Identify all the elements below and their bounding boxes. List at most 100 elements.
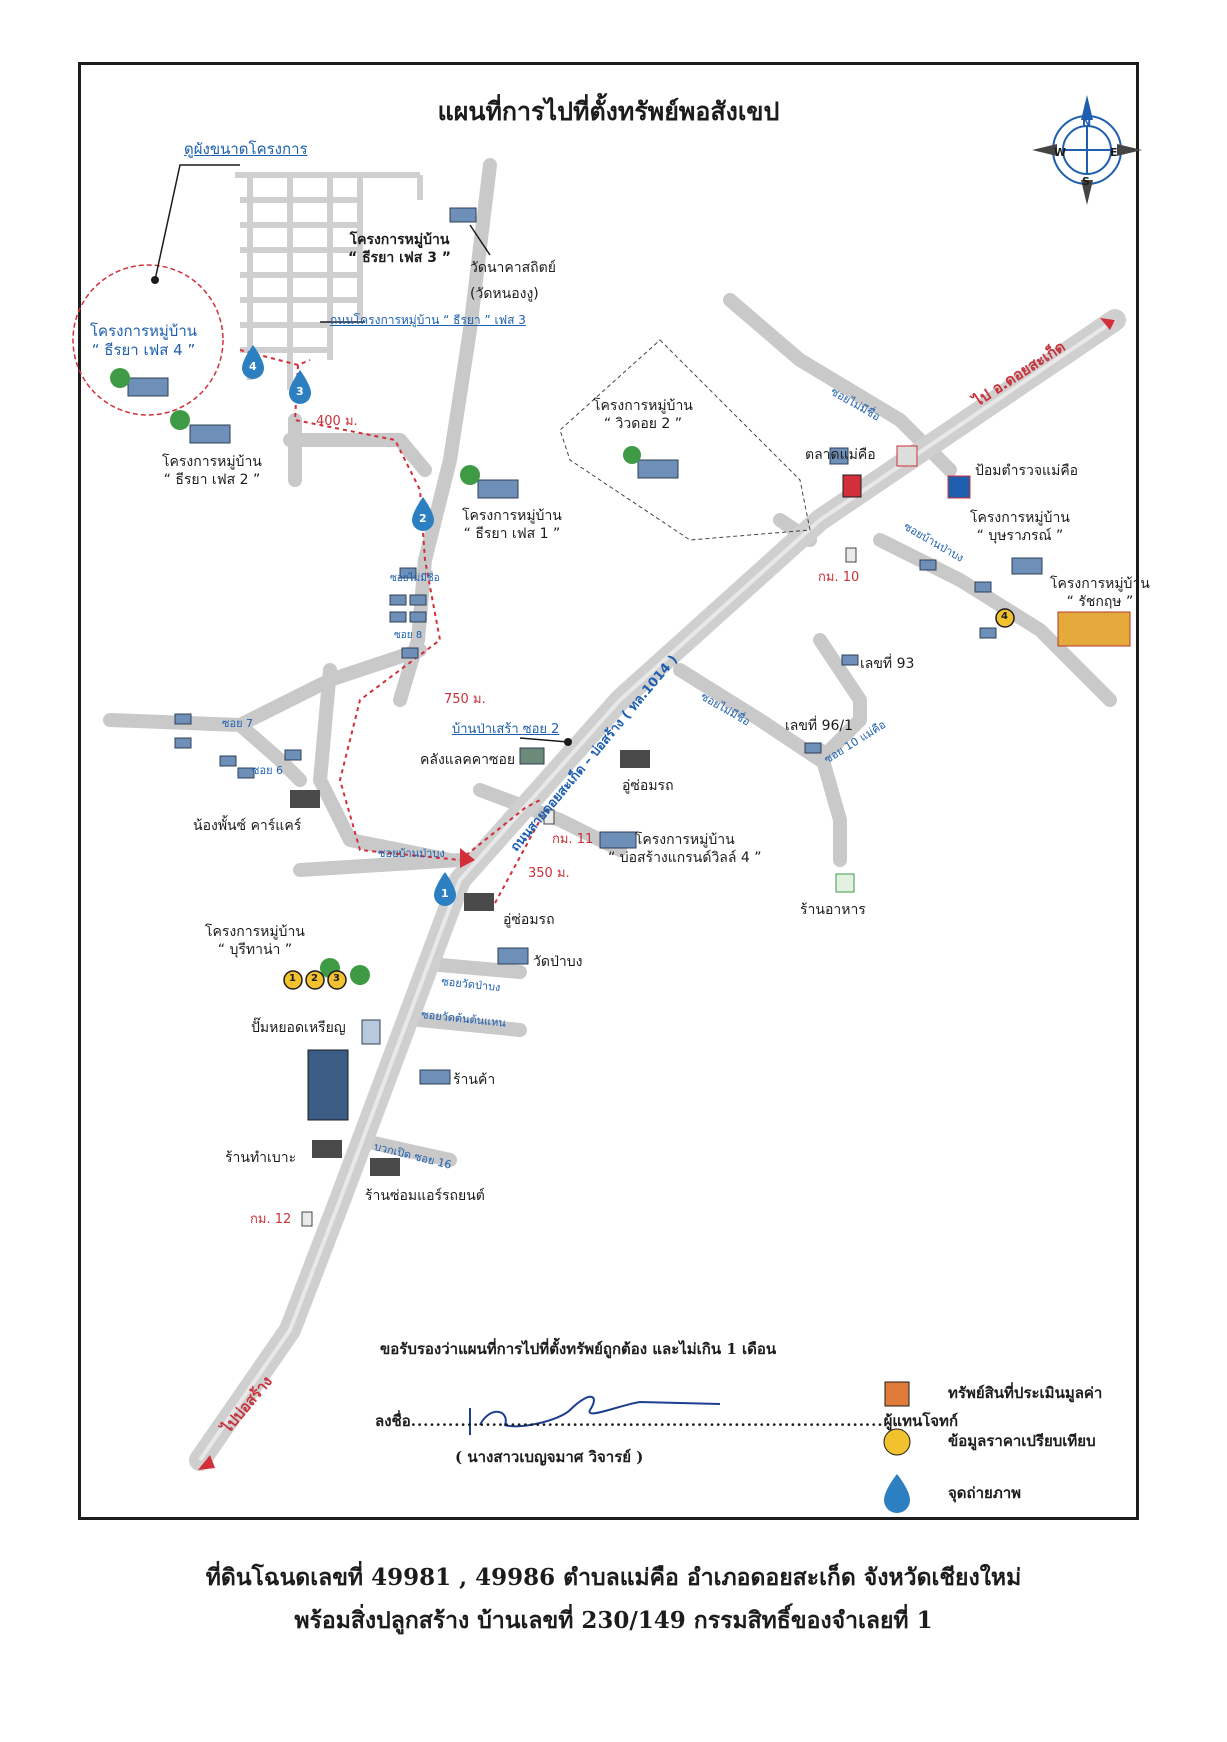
layout-plan-leader [154,164,240,281]
phase1-label-line2: “ ธีรยา เฟส 1 ” [463,525,561,542]
road-soi-ban-pa-bong-lower [293,853,467,877]
car-icon [370,1158,400,1176]
soi7-label: ซอย 7 [222,717,254,730]
house-icon [919,559,937,571]
milestone-icon [543,809,555,825]
ratchakrit-building [1057,611,1131,647]
phase1-label-line1: โครงการหมู่บ้าน [462,508,562,524]
phase3-label-line2: “ ธีรยา เฟส 3 ” [348,249,452,266]
viewdoi-label-line1: โครงการหมู่บ้าน [593,398,693,414]
market-icon [896,445,918,467]
tree-icons [110,368,641,985]
wat-pa-bong-label: วัดป่าบง [533,954,583,970]
car-icon [464,893,494,911]
police-label: ป้อมตำรวจแม่คือ [975,463,1079,479]
legend-asset-label: ทรัพย์สินที่ประเมินมูลค่า [948,1384,1103,1402]
house-icon [477,479,519,499]
ratchakrit-label: โครงการหมู่บ้าน “ รัชกฤษ ” [1050,576,1150,611]
legend-photo-label: จุดถ่ายภาพ [948,1484,1022,1502]
photo-point-4-number: 4 [249,360,257,373]
phase3-label: โครงการหมู่บ้าน “ ธีรยา เฟส 3 ” [348,232,451,267]
garage2-label: อู่ซ่อมรถ [503,912,555,928]
house-icon [1011,557,1043,575]
warehouse-icon [519,747,545,765]
photo-point-icon [434,872,456,906]
house-icon [174,713,192,725]
road-soi-wat-ton [413,1013,527,1037]
phase4-label: โครงการหมู่บ้าน “ ธีรยา เฟส 4 ” [90,322,197,360]
photo-point-markers [242,345,456,906]
bosang-grand-label-line2: “ บ่อสร้างแกรนด์วิลล์ 4 ” [608,849,762,866]
boonyaporn-label-line2: “ บุษราภรณ์ ” [976,527,1064,544]
seven-eleven-icon [842,474,862,498]
sign-prefix: ลงชื่อ [375,1412,411,1430]
tree-icon [623,446,641,464]
legend-compare-label: ข้อมูลราคาเปรียบเทียบ [948,1432,1096,1450]
highway-1014 [189,309,1126,1471]
phase4-label-line1: โครงการหมู่บ้าน [90,322,198,340]
viewdoi-label: โครงการหมู่บ้าน “ วิวดอย 2 ” [593,398,693,433]
house-icon [401,647,419,659]
compare-point-1-number: 1 [289,973,296,984]
house-icon [219,755,237,767]
sign-suffix: ผู้แทนโจทก์ [883,1412,959,1430]
boonyaporn-label: โครงการหมู่บ้าน “ บุษราภรณ์ ” [970,510,1070,545]
house-icon [399,567,417,579]
layout-plan-link[interactable]: ดูผังขนาดโครงการ [184,140,308,158]
car-icons [290,750,650,1176]
soi-ban-pa-bong-lower-label: ซอยบ้านป่าบง [378,847,445,860]
boonyaporn-label-line1: โครงการหมู่บ้าน [970,510,1070,526]
tree-icon [110,368,130,388]
phase4-label-line2: “ ธีรยา เฟส 4 ” [91,340,196,359]
wat-alt-name: (วัดหนองงู) [470,285,539,302]
restaurant-icon [835,873,855,893]
compare-point-3-number: 3 [333,973,340,984]
nong-pan-label: น้องพั้นซ์ คาร์แคร์ [193,818,302,834]
house-icon [804,742,822,754]
soi-no-name-small-label: ซอยไม่มีชื่อ [390,573,440,584]
photo-point-icon [412,497,434,531]
house-icon [409,594,427,606]
ban-pa-sao-dot [564,738,572,746]
phase2-label-line2: “ ธีรยา เฟส 2 ” [163,471,261,488]
burithana-label: โครงการหมู่บ้าน “ บุรีทาน่า ” [205,924,305,959]
compare-point-icon [995,608,1015,628]
police-box-icon [947,475,971,499]
phase4-boundary [72,264,224,416]
dist400-label: 400 ม. [316,414,358,429]
house-icon [389,594,407,606]
aircon-shop-label: ร้านซ่อมแอร์รถยนต์ [365,1188,485,1204]
dist350-label: 350 ม. [528,866,570,881]
legend-compare-icon [883,1428,911,1456]
commercial-block [307,1049,349,1121]
house-icon [389,611,407,623]
road-left-west [313,663,457,867]
map-frame [78,62,1139,1520]
compass-rose-icon [1032,95,1142,205]
house-icon [599,831,637,849]
compass-s-label: S [1082,175,1090,188]
phase2-label-line1: โครงการหมู่บ้าน [162,454,262,470]
photo-point-2-number: 2 [419,512,427,525]
house-icon [841,654,859,666]
compare-point-icon [283,970,303,990]
footer-line-1: ที่ดินโฉนดเลขที่ 49981 , 49986 ตำบลแม่คื… [205,1564,1022,1591]
car-icon [312,1140,342,1158]
burithana-label-line1: โครงการหมู่บ้าน [205,924,305,940]
highway-center [198,318,1117,1462]
soi8-label: ซอย 8 [394,630,423,641]
house-icon [174,737,192,749]
arrow-icon [460,848,475,868]
shop-label: ร้านค้า [453,1072,496,1088]
compare-point-markers [283,608,1015,990]
house-icon [637,459,679,479]
tree-icon [170,410,190,430]
road-soi-wat-pa-bong [433,958,527,979]
gas-station-icon [361,1019,381,1045]
ban-pa-sao-pointer [519,737,569,743]
photo-point-icon [289,370,311,404]
ratchakrit-label-line2: “ รัชกฤษ ” [1066,593,1134,610]
arrow-icon [1100,318,1115,330]
tree-icon [350,965,370,985]
photo-point-3-number: 3 [296,385,304,398]
